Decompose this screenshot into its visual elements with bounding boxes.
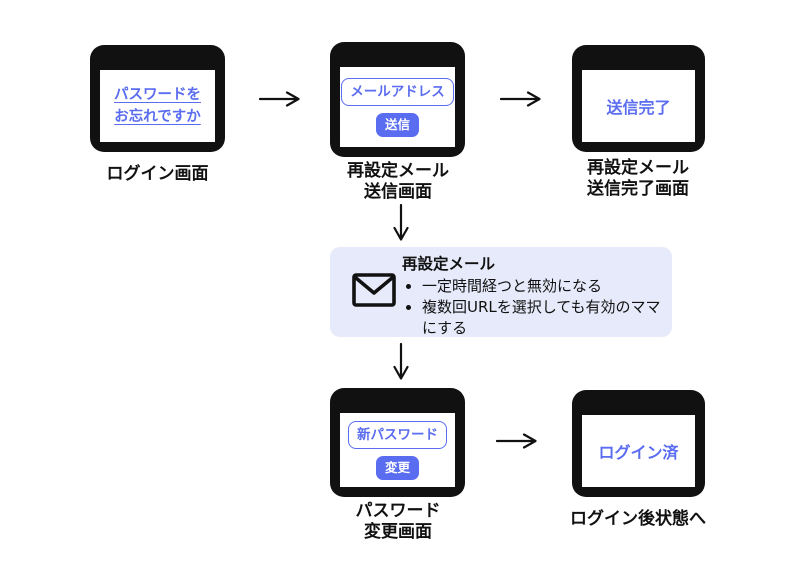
- send-screen-content: メールアドレス 送信: [340, 67, 455, 147]
- note-bullet-multi-url: 複数回URLを選択しても有効のママにする: [422, 297, 666, 339]
- reset-email-note-title: 再設定メール: [402, 255, 496, 273]
- arrow-down-icon: [392, 204, 410, 244]
- change-button[interactable]: 変更: [375, 455, 419, 480]
- done-screen-window: ログイン済: [572, 390, 705, 497]
- send-button[interactable]: 送信: [375, 112, 419, 137]
- window-titlebar: [572, 390, 705, 415]
- change-screen-content: 新パスワード 変更: [340, 413, 455, 487]
- forgot-password-link-line1: パスワードを: [114, 87, 201, 103]
- sent-screen-caption: 再設定メール 送信完了画面: [558, 158, 718, 200]
- arrow-right-icon: [500, 90, 544, 108]
- reset-email-note-body: 再設定メール 一定時間経つと無効になる 複数回URLを選択しても有効のママにする: [402, 253, 666, 339]
- window-titlebar: [572, 45, 705, 70]
- change-screen-caption-line2: 変更画面: [364, 522, 432, 542]
- note-bullet-expiry: 一定時間経つと無効になる: [422, 276, 666, 297]
- send-screen-caption: 再設定メール 送信画面: [318, 161, 478, 203]
- arrow-right-icon: [259, 90, 303, 108]
- change-screen-caption-line1: パスワード: [355, 501, 441, 521]
- sent-screen-window: 送信完了: [572, 45, 705, 152]
- sent-status-text: 送信完了: [606, 98, 671, 117]
- logged-in-status-text: ログイン済: [598, 443, 679, 462]
- arrow-right-icon: [496, 432, 540, 450]
- window-titlebar: [330, 42, 465, 67]
- sent-screen-caption-line2: 送信完了画面: [587, 179, 689, 199]
- window-titlebar: [90, 45, 225, 70]
- window-titlebar: [330, 388, 465, 413]
- send-screen-window: メールアドレス 送信: [330, 42, 465, 157]
- change-screen-window: 新パスワード 変更: [330, 388, 465, 497]
- reset-email-note-list: 一定時間経つと無効になる 複数回URLを選択しても有効のママにする: [402, 276, 666, 339]
- login-screen-caption: ログイン画面: [106, 164, 209, 184]
- arrow-down-icon: [392, 343, 410, 383]
- done-screen-caption: ログイン後状態へ: [570, 509, 706, 529]
- send-screen-caption-line1: 再設定メール: [347, 161, 449, 181]
- change-screen-caption: パスワード 変更画面: [318, 501, 478, 543]
- sent-screen-caption-line1: 再設定メール: [587, 158, 689, 178]
- forgot-password-link[interactable]: パスワードを お忘れですか: [114, 84, 201, 128]
- envelope-icon: [351, 270, 397, 310]
- login-screen-content: パスワードを お忘れですか: [100, 70, 215, 142]
- reset-email-note: 再設定メール 一定時間経つと無効になる 複数回URLを選択しても有効のママにする: [330, 247, 672, 337]
- login-screen-window: パスワードを お忘れですか: [90, 45, 225, 152]
- done-screen-content: ログイン済: [582, 415, 695, 487]
- send-screen-caption-line2: 送信画面: [364, 182, 432, 202]
- email-address-input[interactable]: メールアドレス: [341, 77, 454, 106]
- forgot-password-link-line2: お忘れですか: [114, 109, 201, 125]
- new-password-input[interactable]: 新パスワード: [348, 420, 447, 449]
- sent-screen-content: 送信完了: [582, 70, 695, 142]
